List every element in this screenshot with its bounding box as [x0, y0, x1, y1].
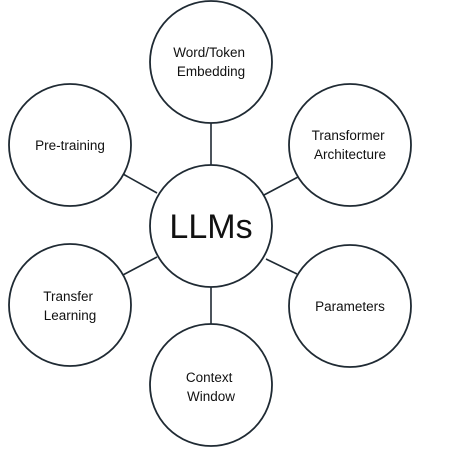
svg-text:Transfer Learning: Transfer Learning: [43, 289, 97, 323]
node-circle: [288, 83, 412, 207]
node-context-window: Context Window: [149, 323, 273, 447]
node-pre-training: Pre-training: [8, 83, 132, 207]
connector-transfer-learning: [120, 256, 158, 277]
node-label-line: Window: [187, 389, 235, 404]
node-label-line: Transformer: [312, 128, 386, 143]
center-circle: [149, 164, 273, 288]
connector-pre-training: [122, 173, 158, 194]
center-label: LLMs: [169, 208, 252, 246]
node-label-line: Architecture: [314, 147, 386, 162]
connector-parameters: [265, 258, 298, 275]
node-transfer-learning: Transfer Learning: [8, 243, 132, 367]
svg-text:Transformer Architecture: Transformer Architecture: [312, 128, 389, 162]
svg-text:Parameters: Parameters: [315, 299, 385, 314]
node-label-line: Transfer: [43, 289, 93, 304]
node-word-token-embedding: Word/Token Embedding: [149, 0, 273, 124]
svg-text:Pre-training: Pre-training: [35, 138, 105, 153]
connector-transformer-architecture: [263, 176, 299, 196]
node-label-line: Parameters: [315, 299, 385, 314]
node-label-line: Context: [186, 370, 233, 385]
node-label-line: Learning: [44, 308, 97, 323]
node-label-line: Pre-training: [35, 138, 105, 153]
node-label-line: Word/Token: [173, 45, 245, 60]
node-circle: [149, 323, 273, 447]
center-node-llms: LLMs: [149, 164, 273, 288]
node-circle: [8, 83, 132, 207]
node-transformer-architecture: Transformer Architecture: [288, 83, 412, 207]
svg-text:Word/Token Embedding: Word/Token Embedding: [173, 45, 249, 79]
node-parameters: Parameters: [288, 244, 412, 368]
svg-text:Context Window: Context Window: [186, 370, 236, 404]
node-label-line: Embedding: [177, 64, 245, 79]
node-circle: [288, 244, 412, 368]
node-circle: [149, 0, 273, 124]
node-circle: [8, 243, 132, 367]
